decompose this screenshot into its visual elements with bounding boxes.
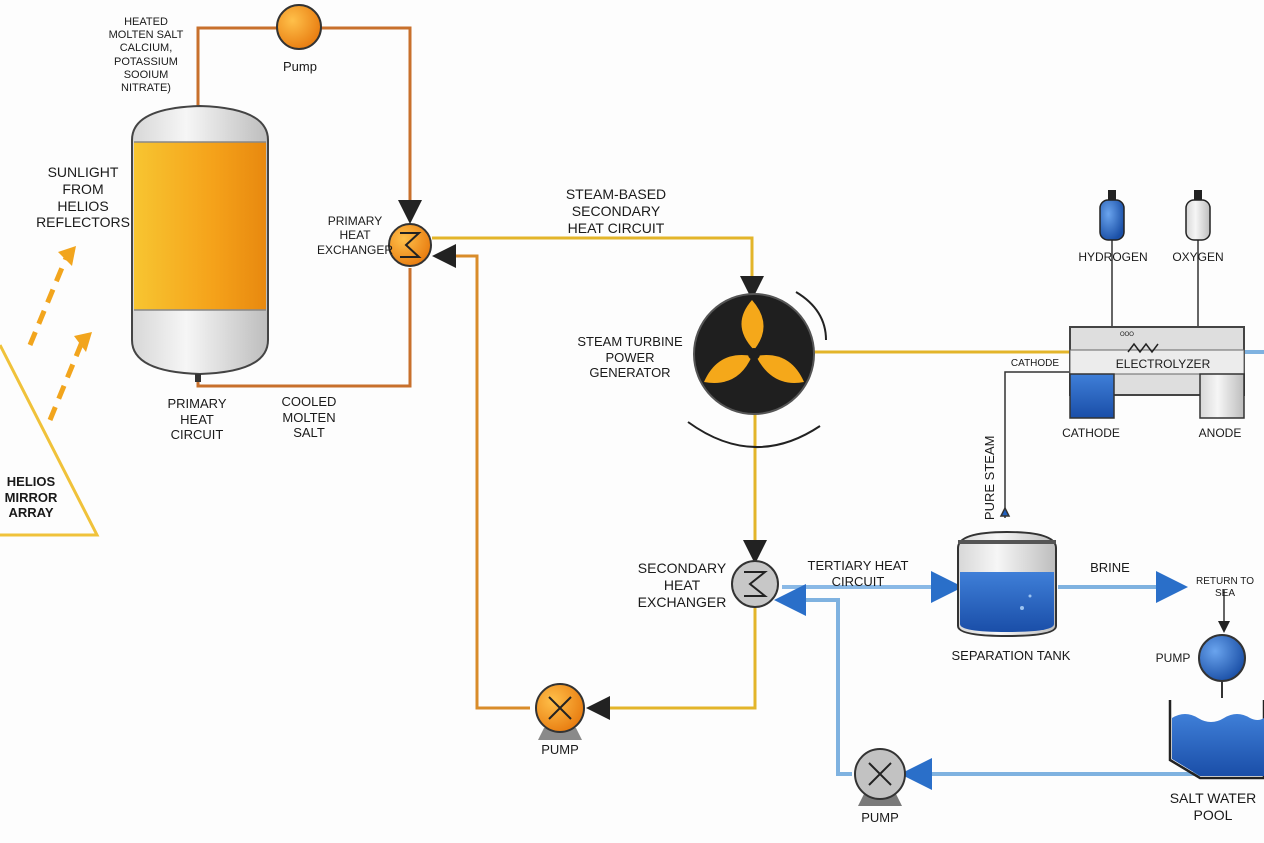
- pump-bottom-label: PUMP: [541, 742, 579, 757]
- cathode-top-label: CATHODE: [1010, 358, 1060, 369]
- hydrogen-cylinder-icon: [1099, 190, 1125, 241]
- pump-bottom-icon[interactable]: [535, 683, 585, 740]
- separation-tank-label: SEPARATION TANK: [951, 648, 1071, 663]
- oxygen-label: OXYGEN: [1172, 250, 1224, 264]
- molten-salt-tank: [131, 104, 269, 382]
- molten-return-pipe: [432, 244, 530, 710]
- svg-text:ᴼᴼᴼ: ᴼᴼᴼ: [1120, 330, 1134, 340]
- salt-water-pool-label: SALT WATER POOL: [1169, 790, 1257, 823]
- pump-sea-label: PUMP: [861, 810, 899, 825]
- return-to-sea-label: RETURN TO SEA: [1196, 576, 1254, 599]
- primary-heat-circuit-label: PRIMARY HEAT CIRCUIT: [167, 396, 227, 443]
- pure-steam-label: PURE STEAM: [982, 435, 998, 521]
- primary-heat-exchanger-icon[interactable]: [388, 223, 432, 267]
- pump-top-label: Pump: [283, 59, 317, 74]
- electrolyzer-label: ELECTROLYZER: [1115, 357, 1211, 371]
- salt-water-pool: [1168, 700, 1264, 780]
- cathode-label: CATHODE: [1062, 426, 1120, 440]
- steam-turbine-label: STEAM TURBINE POWER GENERATOR: [577, 334, 683, 381]
- steam-turbine-icon[interactable]: [687, 291, 827, 449]
- sunlight-arrows: [27, 257, 85, 421]
- cooled-molten-salt-label: COOLED MOLTEN SALT: [281, 394, 337, 441]
- tertiary-water-pipe: [774, 350, 1264, 790]
- helios-mirror-array-label: HELIOS MIRROR ARRAY: [4, 474, 58, 521]
- steam-secondary-pipe: [432, 236, 1070, 720]
- sunlight-label: SUNLIGHT FROM HELIOS REFLECTORS: [36, 164, 130, 231]
- oxygen-cylinder-icon: [1185, 190, 1211, 241]
- pump-right-icon[interactable]: [1198, 634, 1246, 698]
- primary-heat-exchanger-label: PRIMARY HEAT EXCHANGER: [316, 214, 393, 257]
- pump-sea-icon[interactable]: [854, 748, 906, 806]
- hydrogen-label: HYDROGEN: [1078, 250, 1148, 264]
- helios-mirror-array-shape: [0, 344, 100, 537]
- brine-label: BRINE: [1090, 560, 1130, 575]
- steam-circuit-label: STEAM-BASED SECONDARY HEAT CIRCUIT: [565, 186, 667, 236]
- secondary-heat-exchanger-icon[interactable]: [731, 560, 779, 608]
- secondary-heat-exchanger-label: SECONDARY HEAT EXCHANGER: [637, 560, 727, 610]
- electrolyzer-unit: ᴼᴼᴼ: [1069, 326, 1245, 419]
- molten-salt-label: HEATED MOLTEN SALT CALCIUM, POTASSIUM SO…: [108, 16, 184, 94]
- anode-label: ANODE: [1198, 426, 1242, 440]
- tertiary-circuit-label: TERTIARY HEAT CIRCUIT: [807, 558, 909, 589]
- pump-right-label: PUMP: [1155, 651, 1191, 665]
- pump-top-icon[interactable]: [276, 4, 322, 50]
- separation-tank: [957, 530, 1057, 638]
- sunlight-arrowheads: [58, 246, 92, 352]
